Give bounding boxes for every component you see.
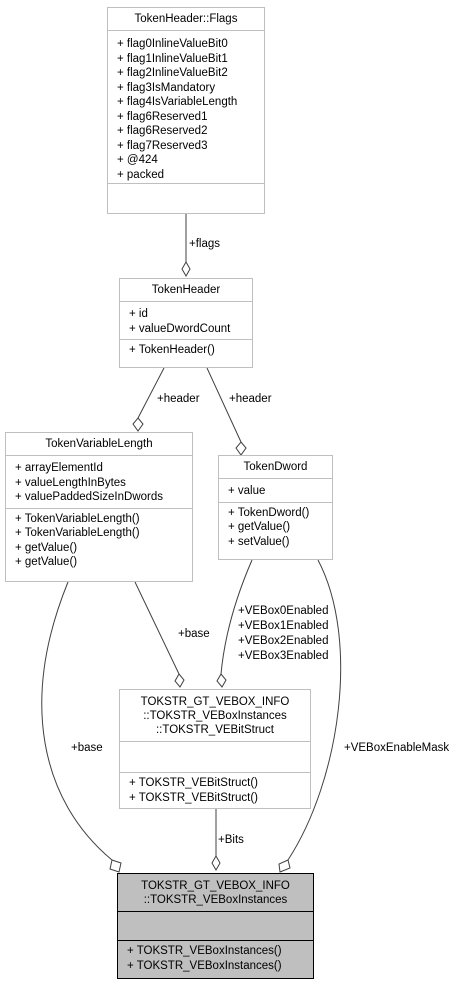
class-title-line: TokenHeader::Flags [134, 13, 238, 25]
method-list [108, 184, 264, 190]
attribute: + id [129, 308, 148, 320]
edge-vebox-enabled [220, 559, 253, 675]
edge-label-enable-mask: +VEBoxEnableMask [344, 741, 449, 756]
aggregation-diamond-bits [211, 854, 221, 872]
class-title-line: ::TOKSTR_VEBitStruct [155, 724, 274, 736]
edge-label-flags: +flags [189, 237, 220, 252]
method-list: + TOKSTR_VEBoxInstances() + TOKSTR_VEBox… [118, 941, 313, 976]
attribute: + flag1InlineValueBit1 [117, 52, 228, 65]
method: + setValue() [228, 535, 290, 548]
attribute: + flag4IsVariableLength [117, 96, 238, 108]
class-token-dword[interactable]: TokenDword + value + TokenDword() + getV… [218, 455, 333, 560]
method: + TokenDword() [228, 506, 310, 519]
attribute: + value [228, 485, 266, 497]
class-title-line: ::TOKSTR_VEBoxInstances [143, 894, 288, 906]
aggregation-diamond-header-left [132, 417, 144, 432]
edge-label-line: +VEBox1Enabled [238, 620, 329, 632]
aggregation-diamond-flags [181, 260, 191, 278]
class-title: TokenDword [219, 456, 332, 479]
attribute: + valuePaddedSizeInDwords [15, 491, 163, 503]
class-title: TokenHeader::Flags [108, 8, 264, 31]
method: + TokenVariableLength() [15, 527, 140, 539]
method-list: + TOKSTR_VEBitStruct() + TOKSTR_VEBitStr… [120, 773, 310, 808]
method: + getValue() [15, 556, 78, 568]
attribute-list: + value [219, 479, 332, 503]
edge-base-mid [134, 581, 180, 675]
edge-label-line: +VEBox3Enabled [238, 650, 329, 662]
edge-label-line: +Bits [218, 834, 244, 846]
edge-label-line: +VEBoxEnableMask [344, 742, 450, 754]
method: + TOKSTR_VEBoxInstances() [127, 945, 282, 957]
class-title: TokenHeader [120, 279, 252, 302]
class-tokstr-vebit-struct[interactable]: TOKSTR_GT_VEBOX_INFO ::TOKSTR_VEBoxInsta… [119, 689, 311, 809]
attribute: + flag0InlineValueBit0 [117, 38, 228, 50]
edge-header-left [137, 367, 165, 419]
edge-label-line: +flags [189, 238, 221, 250]
edge-enable-mask [287, 559, 342, 861]
class-token-header-flags[interactable]: TokenHeader::Flags + flag0InlineValueBit… [107, 7, 265, 214]
edge-label-header-right: +header [229, 392, 272, 407]
aggregation-diamond-base-mid [174, 673, 185, 688]
attribute: + flag2InlineValueBit2 [117, 67, 228, 79]
class-title: TokenVariableLength [6, 433, 192, 456]
attribute: + flag6Reserved1 [117, 110, 208, 123]
aggregation-diamond-enable-mask [278, 859, 291, 873]
method: + TOKSTR_VEBitStruct() [129, 777, 258, 789]
class-title-line: ::TOKSTR_VEBoxInstances [143, 710, 287, 722]
attribute: + flag6Reserved2 [117, 125, 208, 137]
aggregation-diamond-header-right [235, 441, 247, 456]
attribute-list [118, 912, 313, 941]
edge-label-vebox-enabled: +VEBox0Enabled +VEBox1Enabled +VEBox2Ena… [238, 604, 328, 664]
edge-label-base-mid: +base [178, 627, 210, 642]
method: + TokenVariableLength() [15, 512, 140, 525]
class-title-line: TokenDword [243, 461, 308, 473]
edge-base-left [41, 581, 113, 861]
class-title-line: TOKSTR_GT_VEBOX_INFO [140, 696, 290, 708]
attribute-list: + arrayElementId + valueLengthInBytes + … [6, 456, 192, 509]
class-title-line: TOKSTR_GT_VEBOX_INFO [141, 880, 290, 892]
class-title-line: TokenHeader [151, 284, 221, 296]
method-list: + TokenVariableLength() + TokenVariableL… [6, 509, 192, 573]
edge-label-bits: +Bits [218, 833, 244, 848]
class-title: TOKSTR_GT_VEBOX_INFO ::TOKSTR_VEBoxInsta… [118, 874, 313, 912]
attribute-list: + flag0InlineValueBit0 + flag1InlineValu… [108, 31, 264, 184]
method: + getValue() [228, 521, 291, 533]
method: + TOKSTR_VEBoxInstances() [127, 959, 282, 972]
edge-label-line: +VEBox0Enabled [238, 605, 329, 617]
method: + TOKSTR_VEBitStruct() [129, 791, 258, 804]
method-list: + TokenHeader() [120, 340, 252, 361]
edge-label-line: +base [178, 628, 210, 640]
method: + getValue() [15, 541, 78, 554]
attribute-list: + id + valueDwordCount [120, 302, 252, 340]
attribute: + arrayElementId [15, 462, 103, 474]
edge-label-line: +base [71, 742, 103, 754]
attribute-list [120, 742, 310, 773]
edge-header-right [206, 367, 242, 443]
edge-label-line: +VEBox2Enabled [238, 635, 329, 647]
attribute: + flag7Reserved3 [117, 139, 208, 152]
attribute: + @424 [117, 154, 158, 166]
attribute: + flag3IsMandatory [117, 81, 216, 94]
aggregation-diamond-vebox-enabled [216, 673, 227, 688]
method: + TokenHeader() [129, 344, 215, 356]
class-title: TOKSTR_GT_VEBOX_INFO ::TOKSTR_VEBoxInsta… [120, 690, 310, 742]
aggregation-diamond-base-left [109, 859, 122, 873]
class-title-line: TokenVariableLength [45, 438, 153, 450]
class-tokstr-vebox-instances[interactable]: TOKSTR_GT_VEBOX_INFO ::TOKSTR_VEBoxInsta… [117, 873, 314, 979]
method-list: + TokenDword() + getValue() + setValue() [219, 503, 332, 553]
class-token-variable-length[interactable]: TokenVariableLength + arrayElementId + v… [5, 432, 193, 582]
attribute: + valueLengthInBytes [15, 476, 126, 489]
edge-label-line: +header [157, 393, 200, 405]
edge-label-header-left: +header [157, 392, 200, 407]
class-token-header[interactable]: TokenHeader + id + valueDwordCount + Tok… [119, 278, 253, 368]
edge-label-line: +header [229, 393, 272, 405]
attribute: + valueDwordCount [129, 322, 231, 335]
edge-label-base-left: +base [71, 741, 103, 756]
attribute: + packed [117, 168, 164, 181]
